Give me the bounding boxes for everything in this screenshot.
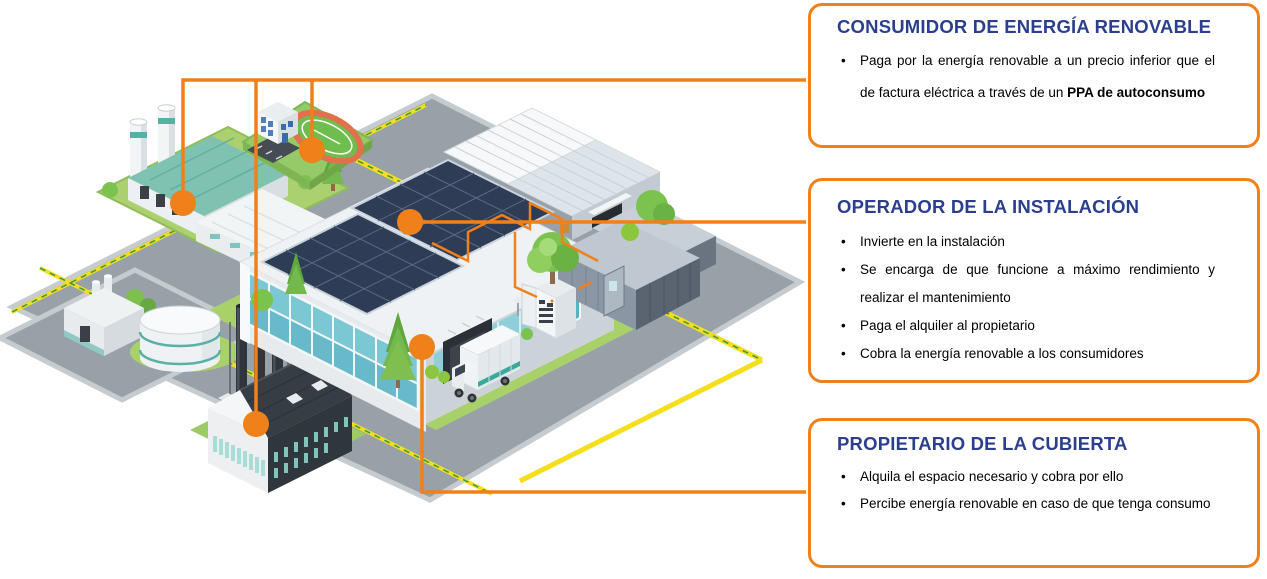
bullet-text: Alquila el espacio necesario y cobra por… bbox=[860, 468, 1124, 484]
callout-consumer-title: CONSUMIDOR DE ENERGÍA RENOVABLE bbox=[837, 16, 1212, 37]
dot-consumer-factory bbox=[170, 190, 196, 216]
glass-facade bbox=[240, 262, 426, 432]
callout-consumer: CONSUMIDOR DE ENERGÍA RENOVABLE • Paga p… bbox=[808, 3, 1260, 148]
connector-consumer bbox=[170, 78, 806, 437]
bullet-text: Paga por la energía renovable a un preci… bbox=[860, 52, 1215, 101]
bullet-marker: • bbox=[841, 496, 846, 512]
bullet-text: Invierte en la instalación bbox=[860, 233, 1005, 249]
dot-consumer-sports bbox=[299, 137, 325, 163]
bullet-marker: • bbox=[841, 233, 846, 249]
bullet-text: Percibe energía renovable en caso de que… bbox=[860, 496, 1211, 512]
bullet-marker: • bbox=[841, 468, 846, 484]
solar-wiring bbox=[431, 200, 599, 299]
callout-operator: OPERADOR DE LA INSTALACIÓN • Invierte en… bbox=[808, 178, 1260, 383]
callout-owner-title: PROPIETARIO DE LA CUBIERTA bbox=[837, 433, 1128, 454]
bullet-item: • Paga por la energía renovable a un pre… bbox=[837, 45, 1215, 110]
callout-owner: PROPIETARIO DE LA CUBIERTA • Alquila el … bbox=[808, 418, 1260, 568]
solar-array bbox=[349, 158, 556, 262]
windshield bbox=[455, 364, 465, 377]
connector-owner bbox=[409, 334, 806, 494]
callout-operator-list: • Invierte en la instalación • Se encarg… bbox=[837, 228, 1215, 368]
bullet-marker: • bbox=[841, 261, 846, 277]
forklift-crate bbox=[560, 224, 569, 233]
bullet-item: • Invierte en la instalación bbox=[837, 228, 1215, 256]
dock-awning bbox=[438, 305, 506, 338]
tree bbox=[102, 182, 118, 198]
dot-owner-building bbox=[409, 334, 435, 360]
bullet-marker: • bbox=[841, 345, 846, 361]
callout-consumer-list: • Paga por la energía renovable a un pre… bbox=[837, 45, 1215, 110]
storage-tank bbox=[138, 305, 222, 372]
bullet-text: Se encarga de que funcione a máximo rend… bbox=[860, 261, 1215, 305]
chimney bbox=[254, 298, 265, 398]
solar-array bbox=[259, 212, 466, 316]
bullet-text: Paga el alquiler al propietario bbox=[860, 317, 1035, 333]
delivery-truck bbox=[452, 325, 520, 403]
bullet-marker: • bbox=[841, 317, 846, 333]
processing-plant bbox=[64, 274, 222, 372]
clubhouse-building bbox=[258, 102, 298, 144]
bullet-marker: • bbox=[841, 52, 846, 68]
callout-operator-title: OPERADOR DE LA INSTALACIÓN bbox=[837, 196, 1140, 217]
bullet-item: • Se encarga de que funcione a máximo re… bbox=[837, 256, 1215, 312]
chimney bbox=[272, 314, 283, 414]
inverter-cabinet bbox=[515, 278, 576, 340]
trees bbox=[251, 190, 675, 388]
bullet-text: Cobra la energía renovable a los consumi… bbox=[860, 345, 1144, 361]
dot-operator-roof bbox=[397, 209, 423, 235]
chimney bbox=[236, 306, 247, 406]
dot-consumer-plant bbox=[243, 411, 269, 437]
bullet-text-bold: PPA de autoconsumo bbox=[1067, 85, 1206, 101]
callout-owner-list: • Alquila el espacio necesario y cobra p… bbox=[837, 463, 1215, 519]
bullet-item: • Cobra la energía renovable a los consu… bbox=[837, 340, 1215, 368]
bullet-item: • Percibe energía renovable en caso de q… bbox=[837, 490, 1215, 518]
bullet-item: • Paga el alquiler al propietario bbox=[837, 312, 1215, 340]
bullet-item: • Alquila el espacio necesario y cobra p… bbox=[837, 463, 1215, 491]
battery-containers bbox=[558, 201, 716, 330]
connector-operator bbox=[397, 209, 806, 235]
